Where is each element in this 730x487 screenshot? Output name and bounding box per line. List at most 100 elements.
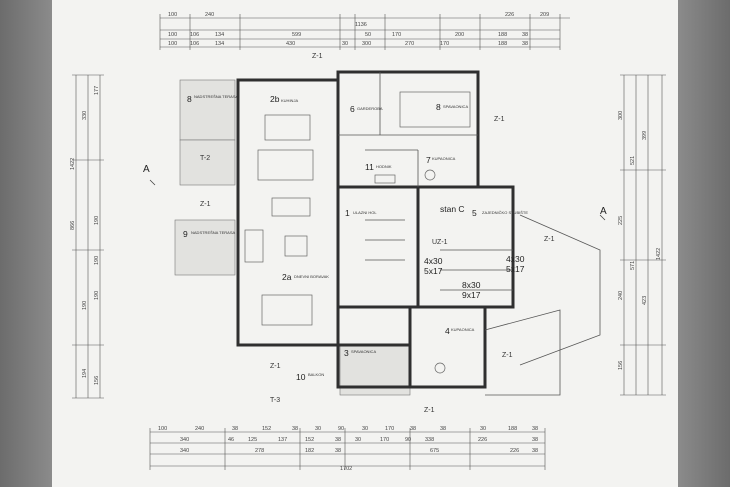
dim-label: 156 (618, 361, 624, 370)
room-name: KUHINJA (281, 98, 298, 103)
room-number: 7 (426, 155, 431, 165)
dim-label: 188 (498, 32, 507, 38)
dim-label: 599 (292, 32, 301, 38)
zone-labels: Z-1 Z-1 T-2 Z-1 Z-1 Z-1 Z-1 T-3 Z-1 UZ-1 (200, 53, 555, 414)
dim-right: 300 225 240 156 521 571 399 423 1422 (618, 111, 662, 370)
dim-label: 125 (248, 437, 257, 443)
dim-bottom-row-1: 100 240 38 152 38 30 90 30 170 38 38 30 … (158, 426, 538, 432)
window-size-b: 9x17 (462, 290, 481, 300)
dim-label: 38 (335, 437, 341, 443)
dim-label: 188 (498, 41, 507, 47)
dim-label: 38 (410, 426, 416, 432)
dim-label: 100 (168, 12, 177, 18)
dim-label: 225 (618, 216, 624, 225)
window-size-c: 4x30 (424, 256, 443, 266)
dim-label: 170 (392, 32, 401, 38)
dim-label: 134 (215, 41, 224, 47)
dim-label: 188 (508, 426, 517, 432)
dim-label: 30 (362, 426, 368, 432)
room-number: 5 (472, 208, 477, 218)
dim-label: 182 (305, 448, 314, 454)
zone-label: Z-1 (502, 352, 513, 359)
section-marker-right: A (600, 206, 607, 217)
dim-label: 38 (292, 426, 298, 432)
dim-label: 240 (205, 12, 214, 18)
dim-label: 338 (425, 437, 434, 443)
dim-label: 521 (630, 156, 636, 165)
zone-label: Z-1 (494, 116, 505, 123)
room-number: 8 (436, 102, 441, 112)
dim-label: 866 (70, 221, 76, 230)
room-number: 1 (345, 208, 350, 218)
room-number: 4 (445, 326, 450, 336)
room-name: ULAZNI HOL (353, 210, 377, 215)
dim-label: 190 (82, 301, 88, 310)
dim-label: 209 (540, 12, 549, 18)
dim-label: 300 (618, 111, 624, 120)
dim-left: 1422 866 330 190 194 177 190 190 190 156 (70, 86, 100, 385)
dim-label: 38 (532, 426, 538, 432)
dim-label: 300 (362, 41, 371, 47)
room-name: SPAVAONICA (443, 104, 468, 109)
dim-bottom-total: 1702 (340, 466, 352, 472)
room-name: ZAJEDNIČKO STUBIŠTE (482, 210, 528, 215)
dim-top-total: 1136 (355, 22, 367, 28)
paper-sheet (52, 0, 678, 487)
dim-label: 170 (440, 41, 449, 47)
room-name: NADSTREŠNA TERASA (191, 230, 235, 235)
dim-top-row-1: 100 240 226 209 (168, 12, 549, 18)
room-number: 10 (296, 372, 306, 382)
zone-label: T-3 (270, 397, 280, 404)
zone-label: Z-1 (200, 201, 211, 208)
dim-label: 675 (430, 448, 439, 454)
dim-label: 38 (440, 426, 446, 432)
room-number: 3 (344, 348, 349, 358)
room-number: 9 (183, 229, 188, 239)
unit-label: stan C (440, 204, 465, 214)
dim-label: 226 (478, 437, 487, 443)
window-size-a: 8x30 (462, 280, 481, 290)
dim-label: 38 (232, 426, 238, 432)
dim-label: 38 (335, 448, 341, 454)
room-name: KUPAONICA (432, 156, 456, 161)
dim-label: 137 (278, 437, 287, 443)
dim-label: 240 (618, 291, 624, 300)
dim-label: 100 (158, 426, 167, 432)
dim-label: 190 (94, 216, 100, 225)
dim-label: 423 (642, 296, 648, 305)
section-marker-left: A (143, 164, 150, 175)
dim-label: 571 (630, 261, 636, 270)
room-name: HODNIK (376, 164, 392, 169)
dim-bottom-row-2: 340 46 125 137 152 38 30 170 90 338 226 … (180, 437, 538, 443)
room-name: KUPAONICA (451, 327, 475, 332)
zone-label: UZ-1 (432, 239, 448, 246)
dim-label: 170 (380, 437, 389, 443)
dim-label: 399 (642, 131, 648, 140)
dim-label: 1422 (656, 248, 662, 260)
dark-margin-right (678, 0, 730, 487)
window-size-f: 5x17 (506, 264, 525, 274)
dim-label: 38 (532, 437, 538, 443)
dim-label: 240 (195, 426, 204, 432)
dim-label: 100 (168, 41, 177, 47)
room-number: 2b (270, 94, 280, 104)
dim-label: 106 (190, 41, 199, 47)
room-number: 6 (350, 104, 355, 114)
window-size-e: 4x30 (506, 254, 525, 264)
dim-label: 134 (215, 32, 224, 38)
zone-label: Z-1 (312, 53, 323, 60)
dim-label: 30 (355, 437, 361, 443)
dim-label: 340 (180, 437, 189, 443)
dim-label: 50 (365, 32, 371, 38)
zone-label: Z-1 (544, 236, 555, 243)
dim-label: 90 (405, 437, 411, 443)
room-name: SPAVAONICA (351, 349, 376, 354)
dim-label: 340 (180, 448, 189, 454)
dim-label: 226 (505, 12, 514, 18)
dim-label: 330 (82, 111, 88, 120)
dim-label: 38 (532, 448, 538, 454)
dim-label: 46 (228, 437, 234, 443)
dim-label: 177 (94, 86, 100, 95)
dim-label: 430 (286, 41, 295, 47)
dim-label: 30 (342, 41, 348, 47)
